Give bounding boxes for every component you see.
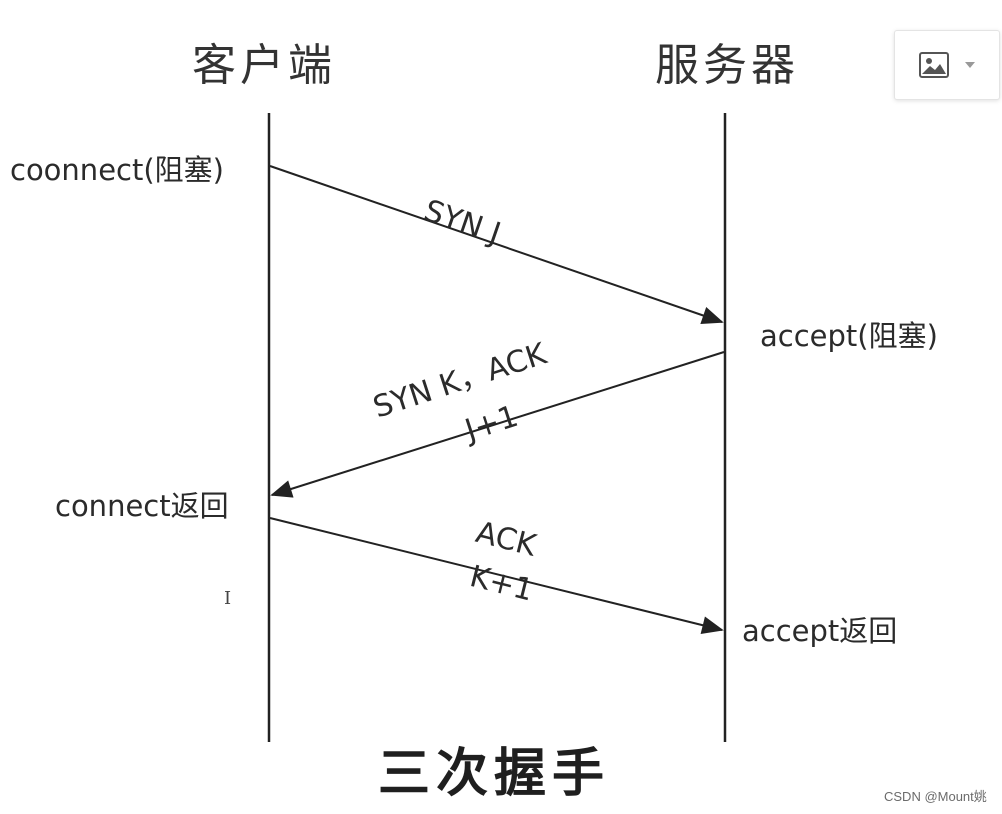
text-cursor-icon: I	[224, 588, 232, 609]
diagram-caption: 三次握手	[378, 744, 611, 804]
syn-j-arrow	[269, 165, 724, 325]
csdn-watermark: CSDN @Mount姚	[884, 789, 987, 804]
ack-arrow	[269, 517, 724, 634]
client-connect-return-label: connect返回	[55, 489, 229, 523]
client-header: 客户端	[192, 40, 336, 91]
syn-k-ack-arrow	[270, 351, 725, 498]
image-options-button[interactable]	[894, 30, 1000, 100]
server-accept-block-label: accept(阻塞)	[760, 319, 938, 353]
client-connect-block-label: coonnect(阻塞)	[10, 153, 224, 187]
image-icon	[919, 52, 949, 78]
server-accept-return-label: accept返回	[742, 614, 898, 648]
caret-down-icon[interactable]	[965, 62, 975, 68]
server-header: 服务器	[655, 40, 799, 91]
